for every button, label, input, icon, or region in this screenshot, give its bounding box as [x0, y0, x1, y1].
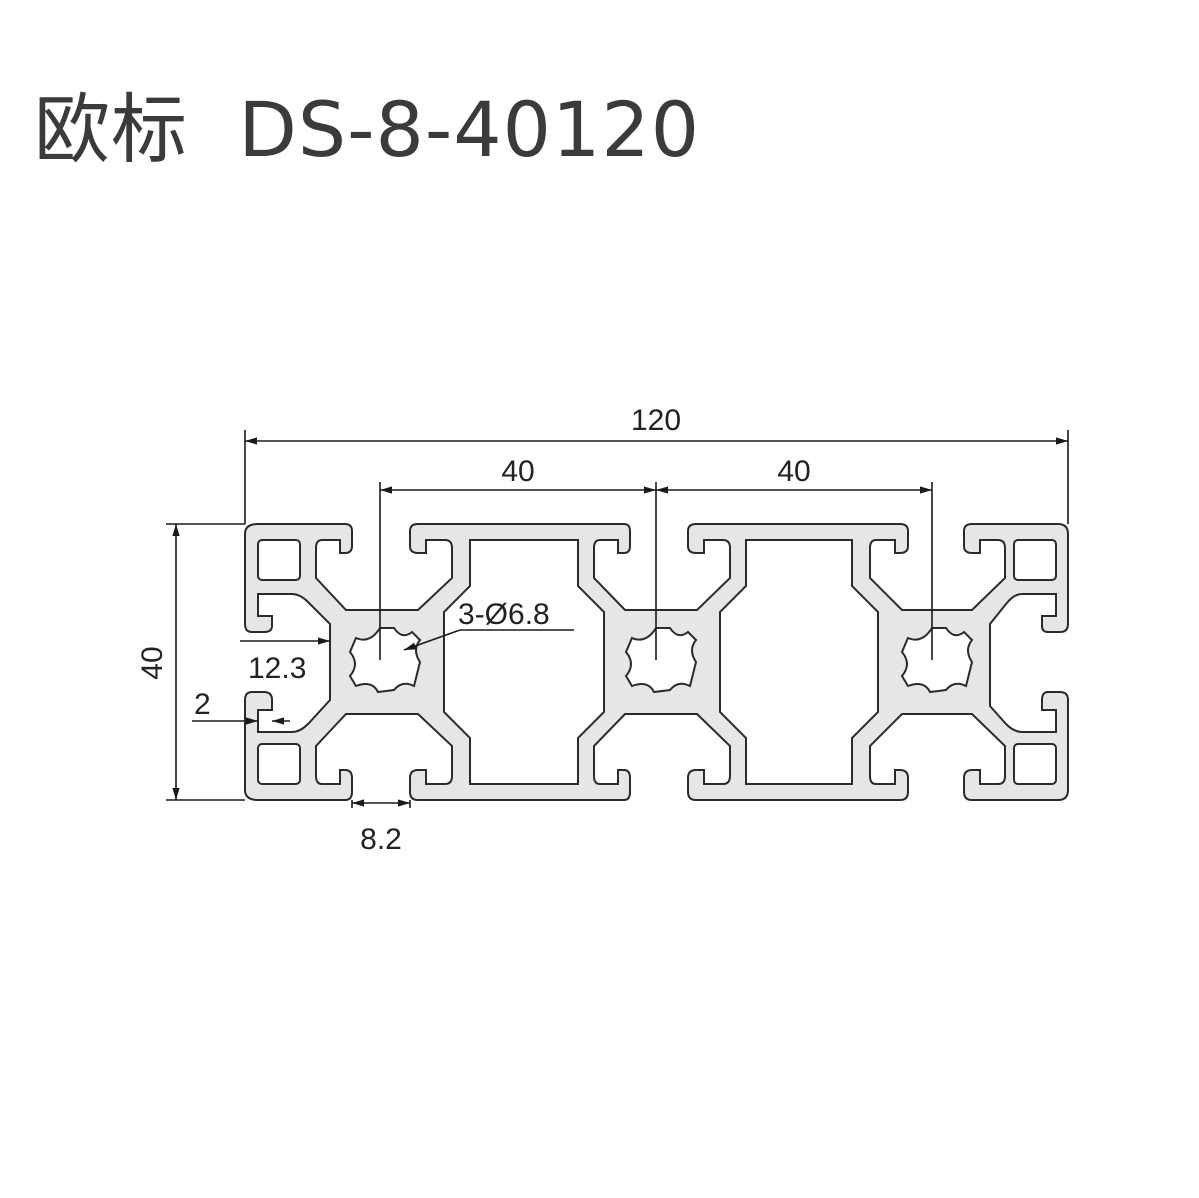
- dim-wall-thickness: 2: [194, 688, 211, 721]
- dim-slot-depth: 12.3: [248, 652, 306, 685]
- dim-center-holes: 3-Ø6.8: [458, 598, 550, 631]
- dimension-lines: [166, 430, 1069, 808]
- dim-pitch-left: 40: [501, 455, 534, 488]
- inner-cavities: [257, 539, 1057, 785]
- dim-slot-width: 8.2: [360, 823, 402, 856]
- center-holes: [348, 627, 974, 694]
- dim-height: 40: [136, 646, 169, 679]
- dim-pitch-right: 40: [777, 455, 810, 488]
- page-title: 欧标 DS-8-40120: [34, 85, 701, 174]
- dim-overall-width: 120: [631, 404, 681, 437]
